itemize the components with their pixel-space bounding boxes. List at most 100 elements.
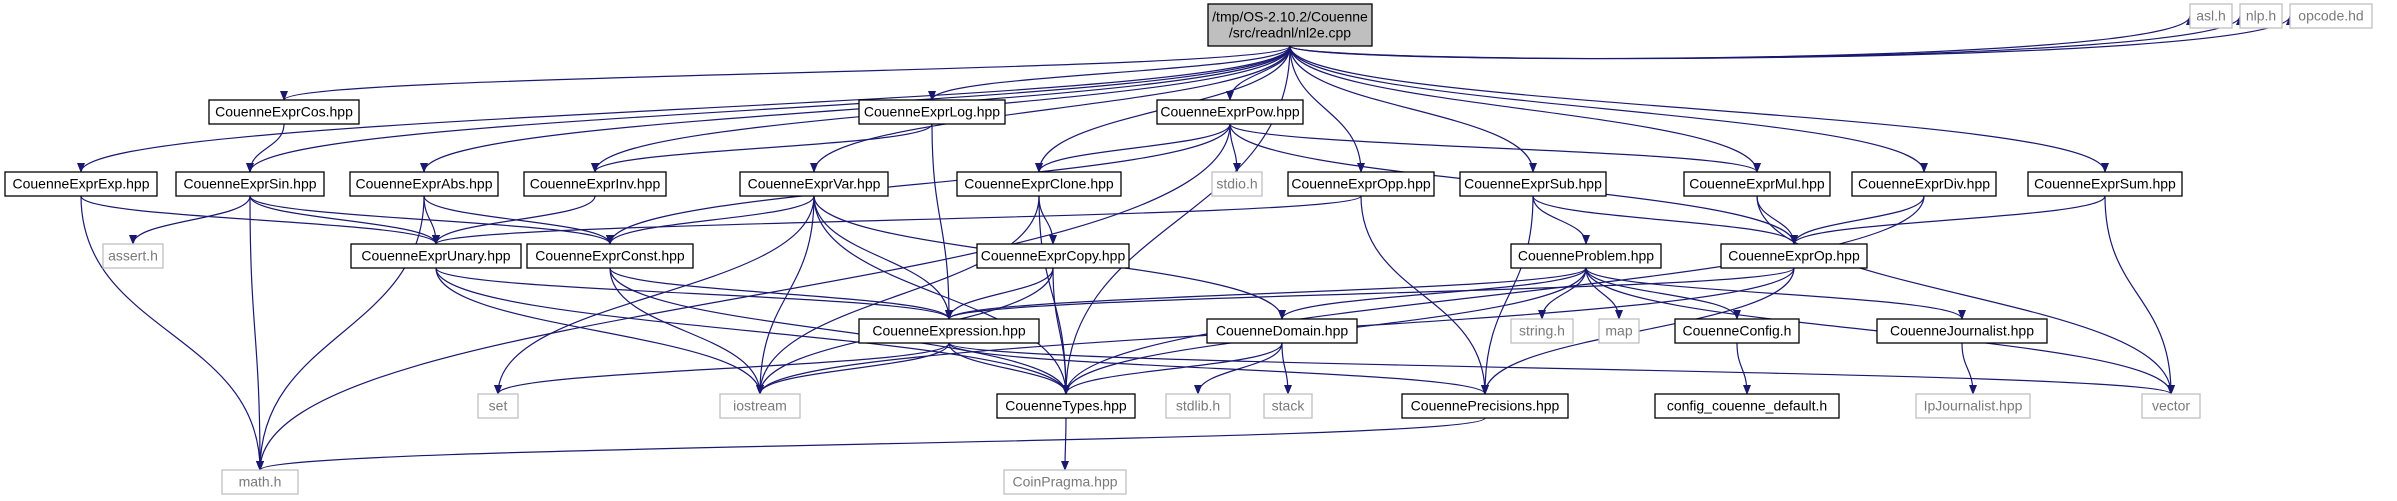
node-clog[interactable]: CouenneExprLog.hpp (858, 99, 1006, 125)
node-label: CouenneExprVar.hpp (748, 176, 881, 192)
node-box (350, 243, 522, 269)
edge-clog-to-cinv (591, 123, 933, 173)
node-label: CouenneExprClone.hpp (964, 176, 1114, 192)
node-box (102, 243, 164, 269)
node-cjournalist[interactable]: CouenneJournalist.hpp (1876, 318, 2048, 344)
node-label: nlp.h (2246, 8, 2276, 24)
node-csum[interactable]: CouenneExprSum.hpp (2027, 171, 2183, 197)
node-label: CouenneExprSum.hpp (2034, 176, 2176, 192)
node-cexpression[interactable]: CouenneExpression.hpp (858, 318, 1040, 344)
edge-cproblem-to-cconfig (1585, 267, 1741, 320)
edge-cjournalist-to-ipjournalist (1961, 342, 1977, 395)
edge-cvar-to-cconst (606, 195, 815, 245)
node-assert: assert.h (102, 243, 164, 269)
node-cdiv[interactable]: CouenneExprDiv.hpp (1851, 171, 1997, 197)
edge-cconst-to-iostream (609, 267, 764, 395)
node-box (2141, 393, 2201, 419)
node-cprecisions[interactable]: CouennePrecisions.hpp (1401, 393, 1569, 419)
edge-csin-to-math (249, 195, 264, 471)
edge-root-to-csin (246, 45, 1291, 173)
edge-cvar-to-ctypes (813, 195, 1070, 395)
node-box (477, 393, 519, 419)
node-label: opcode.hd (2298, 8, 2363, 24)
node-root[interactable]: /tmp/OS-2.10.2/Couenne/src/readnl/nl2e.c… (1207, 3, 1373, 47)
node-stdio: stdio.h (1211, 171, 1263, 197)
edge-cunary-to-ctypes (435, 267, 1070, 395)
edge-root-to-copp (1289, 45, 1365, 173)
node-label: stack (1272, 398, 1306, 414)
node-label: CouenneExprAbs.hpp (356, 176, 493, 192)
node-label: math.h (239, 474, 282, 490)
node-label: CouenneExprMul.hpp (1689, 176, 1825, 192)
edge-cconst-to-cexpression (609, 267, 953, 320)
node-box (1683, 171, 1831, 197)
edge-root-to-cvar (810, 45, 1291, 173)
node-cop[interactable]: CouenneExprOp.hpp (1720, 243, 1868, 269)
node-label: config_couenne_default.h (1667, 398, 1827, 414)
edge-root-to-cmul (1289, 45, 1761, 173)
node-box (2239, 3, 2283, 29)
edge-cunary-to-cexpression (435, 267, 953, 320)
node-cconst[interactable]: CouenneExprConst.hpp (526, 243, 694, 269)
edge-root-to-cexp (77, 45, 1291, 173)
node-csub[interactable]: CouenneExprSub.hpp (1459, 171, 1607, 197)
node-configdef[interactable]: config_couenne_default.h (1654, 393, 1840, 419)
node-box (526, 243, 694, 269)
node-box (956, 171, 1122, 197)
edge-cdomain-to-stdlib (1194, 342, 1283, 395)
node-cconfig[interactable]: CouenneConfig.h (1674, 318, 1800, 344)
node-ccopy[interactable]: CouenneExprCopy.hpp (976, 243, 1130, 269)
node-cclone[interactable]: CouenneExprClone.hpp (956, 171, 1122, 197)
node-iostream: iostream (719, 393, 801, 419)
node-set: set (477, 393, 519, 419)
edge-cconst-to-ctypes (609, 267, 1070, 395)
node-cinv[interactable]: CouenneExprInv.hpp (523, 171, 667, 197)
node-label: string.h (1519, 323, 1565, 339)
node-box (1674, 318, 1800, 344)
edge-cpow-to-math (256, 123, 1231, 471)
node-box (1207, 3, 1373, 47)
node-csin[interactable]: CouenneExprSin.hpp (175, 171, 325, 197)
edge-cmul-to-cop (1756, 195, 1798, 245)
node-box (221, 469, 299, 495)
node-cvar[interactable]: CouenneExprVar.hpp (739, 171, 889, 197)
node-cexp[interactable]: CouenneExprExp.hpp (4, 171, 158, 197)
node-stack: stack (1263, 393, 1313, 419)
node-cunary[interactable]: CouenneExprUnary.hpp (350, 243, 522, 269)
edge-cdiv-to-cop (1790, 195, 1925, 245)
node-label: CouenneExprExp.hpp (13, 176, 150, 192)
node-cproblem[interactable]: CouenneProblem.hpp (1510, 243, 1662, 269)
node-box (4, 171, 158, 197)
node-cdomain[interactable]: CouenneDomain.hpp (1206, 318, 1358, 344)
node-cabs[interactable]: CouenneExprAbs.hpp (349, 171, 499, 197)
node-copp[interactable]: CouenneExprOpp.hpp (1287, 171, 1435, 197)
node-box (1459, 171, 1607, 197)
node-box (976, 243, 1130, 269)
node-opcode: opcode.hd (2289, 3, 2373, 29)
node-box (2189, 3, 2233, 29)
node-label: stdio.h (1216, 176, 1257, 192)
node-label: CouenneExprOp.hpp (1728, 248, 1860, 264)
edge-csum-to-vector (2104, 195, 2175, 395)
node-ccos[interactable]: CouenneExprCos.hpp (208, 99, 360, 125)
edge-cdomain-to-ctypes (1062, 342, 1283, 395)
node-ctypes[interactable]: CouenneTypes.hpp (996, 393, 1136, 419)
node-label: assert.h (108, 248, 158, 264)
edge-cdiv-to-ctypes (1062, 195, 1925, 395)
node-label: /src/readnl/nl2e.cpp (1229, 25, 1351, 41)
edge-cproblem-to-string (1538, 267, 1587, 320)
node-label: CouenneJournalist.hpp (1890, 323, 2034, 339)
node-cmul[interactable]: CouenneExprMul.hpp (1683, 171, 1831, 197)
node-cpow[interactable]: CouenneExprPow.hpp (1156, 99, 1304, 125)
edge-cexpression-to-cprecisions (948, 342, 1489, 395)
edge-root-to-csum (1289, 45, 2109, 173)
edge-ccos-to-csin (246, 123, 285, 173)
edge-cexp-to-cunary (80, 195, 440, 245)
edges-layer (77, 15, 2294, 471)
node-box (996, 393, 1136, 419)
edge-root-to-cdiv (1289, 45, 1928, 173)
edge-root-to-cabs (420, 45, 1291, 173)
node-box (349, 171, 499, 197)
node-box (1510, 243, 1662, 269)
edge-cproblem-to-map (1585, 267, 1623, 320)
